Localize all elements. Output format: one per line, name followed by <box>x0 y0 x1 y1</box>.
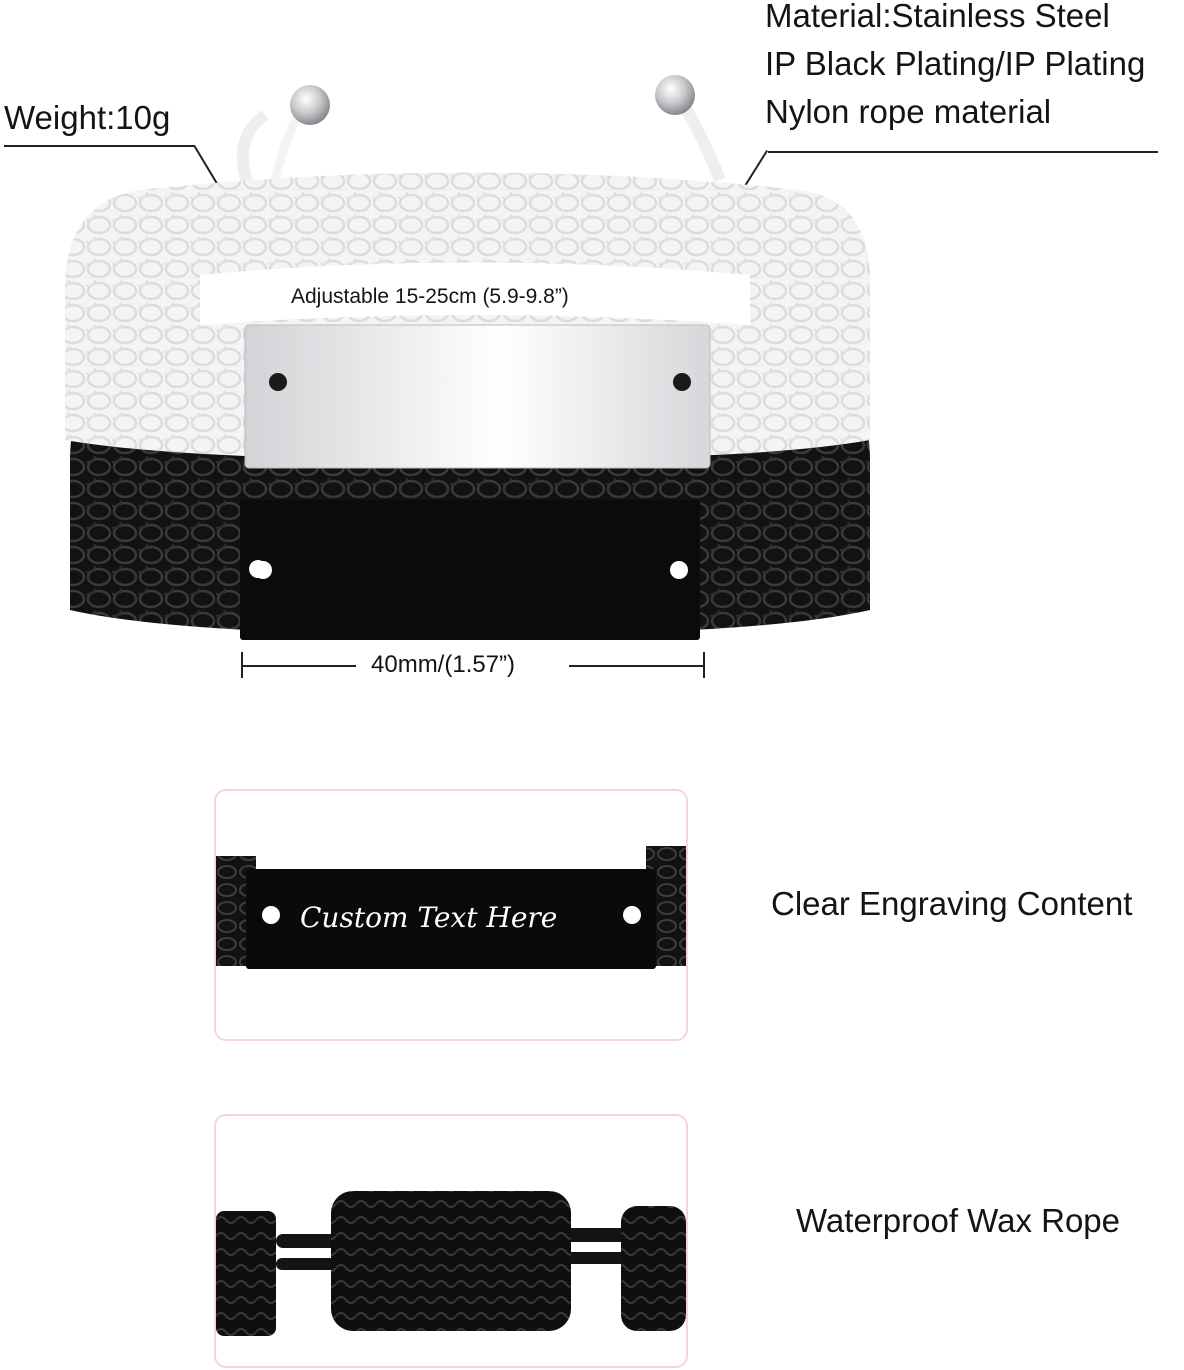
engraving-text: Custom Text Here <box>300 901 558 934</box>
plate-width-label: 40mm/(1.57”) <box>371 651 516 678</box>
material-leader-line <box>768 151 1158 153</box>
engraved-plate-graphic <box>216 846 686 969</box>
adjustable-size-label: Adjustable 15-25cm (5.9-9.8”) <box>291 285 569 308</box>
rope-line: Nylon rope material <box>765 93 1052 130</box>
engraving-caption: Clear Engraving Content <box>771 885 1133 922</box>
dimension-line-right <box>569 665 704 667</box>
dimension-line-left <box>241 665 356 667</box>
dimension-tick-right <box>703 652 705 678</box>
bracelet-pair-illustration <box>60 60 880 650</box>
weight-leader-line <box>4 145 195 147</box>
plate-width-dimension: 40mm/(1.57”) <box>241 650 705 682</box>
wax-rope-caption: Waterproof Wax Rope <box>796 1202 1121 1239</box>
material-line: Material:Stainless Steel <box>765 0 1110 34</box>
material-spec-block: Material:Stainless Steel IP Black Platin… <box>765 0 1145 136</box>
wax-rope-graphic <box>216 1191 686 1336</box>
plating-line: IP Black Plating/IP Plating <box>765 45 1146 82</box>
bracelet-pair-graphic <box>65 75 870 640</box>
rope-detail-panel <box>214 1114 688 1368</box>
engraving-detail-panel: Custom Text Here <box>214 789 688 1041</box>
weight-label: Weight:10g <box>4 99 171 136</box>
